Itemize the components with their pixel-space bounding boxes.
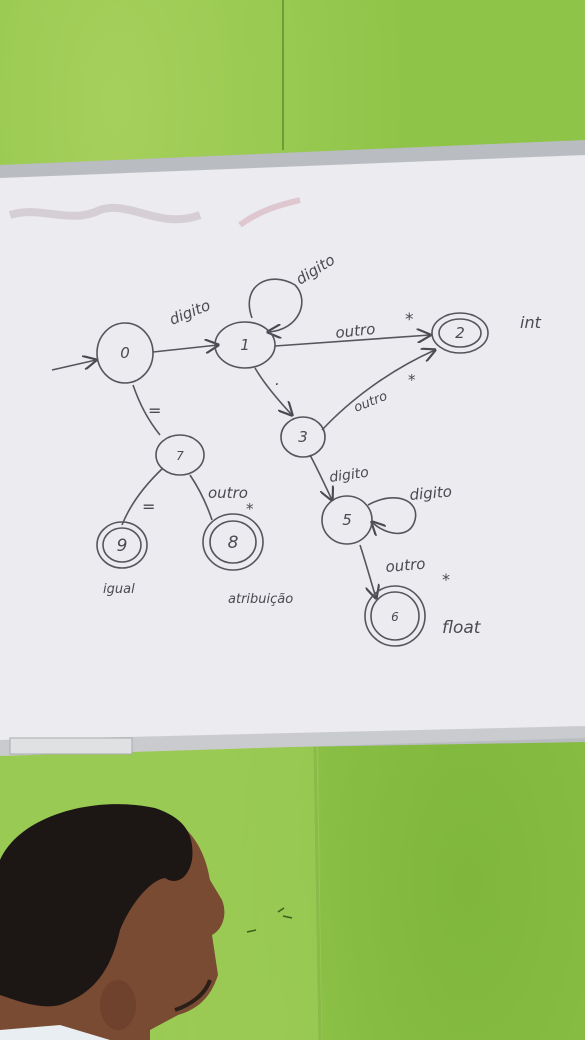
state-circle-q9-inner [102, 527, 142, 563]
state-label-q9: 9 [117, 536, 128, 556]
token-label-int: int [520, 313, 542, 332]
label-q7-q8: outro [208, 484, 248, 502]
erased-marks [8, 204, 202, 224]
state-label-q0: 0 [120, 344, 130, 362]
whiteboard-surface [0, 155, 585, 742]
wall-marks [246, 907, 293, 933]
state-label-q8: 8 [228, 533, 239, 553]
state-label-q1: 1 [240, 336, 250, 354]
label-q7-q8-star: * [246, 500, 254, 518]
label-q1-q2-star: * [405, 310, 414, 330]
label-q1-q2: outro [335, 320, 377, 342]
state-label-q2: 2 [455, 324, 465, 342]
erased-marks-red [238, 197, 301, 228]
state-circle-q7 [155, 434, 205, 476]
token-label-igual: igual [103, 582, 135, 597]
state-circle-q1 [214, 321, 276, 369]
edge-q7-q8 [189, 474, 213, 521]
person-head [0, 804, 225, 1040]
label-q5-q6: outro [385, 555, 426, 576]
edge-q0-q1 [152, 345, 218, 352]
marker-tray [0, 726, 585, 756]
state-circle-q2-inner [438, 318, 482, 348]
label-q3-q5: digito [328, 465, 369, 486]
state-circle-q3 [280, 416, 326, 458]
label-q7-q9: = [142, 497, 155, 516]
state-label-q3: 3 [298, 428, 308, 446]
label-q1-q3: . [275, 371, 280, 389]
edge-q7-q9 [121, 467, 164, 526]
start-arrow [51, 360, 96, 371]
edge-q3-q5 [309, 454, 332, 500]
state-circle-q8-inner [209, 520, 257, 564]
label-q0-q7: = [148, 401, 161, 420]
person-ear [100, 980, 136, 1030]
state-label-q6: 6 [391, 610, 399, 624]
state-circle-q8 [202, 513, 264, 571]
edge-q1-q2 [274, 335, 430, 347]
edge-q3-q2 [321, 350, 435, 431]
person-shirt [0, 1025, 110, 1040]
label-q5-loop: digito [409, 482, 453, 504]
edge-q0-q7 [132, 384, 161, 436]
loop-q5 [367, 496, 417, 534]
token-label-atribuicao: atribuição [228, 592, 293, 607]
state-label-q7: 7 [176, 449, 184, 463]
eraser [9, 737, 133, 755]
state-circle-q0 [96, 322, 154, 384]
loop-q1 [248, 278, 303, 332]
state-circle-q2 [431, 312, 489, 354]
state-label-q5: 5 [342, 511, 352, 529]
state-circle-q9 [96, 521, 148, 569]
state-circle-q6 [364, 585, 426, 647]
edge-q1-q3 [254, 367, 292, 415]
token-label-float: float [442, 618, 482, 638]
label-q3-q2-star: * [408, 371, 416, 389]
label-q5-q6-star: * [442, 570, 450, 589]
state-circle-q5 [321, 495, 373, 545]
state-circle-q6-inner [370, 591, 420, 641]
